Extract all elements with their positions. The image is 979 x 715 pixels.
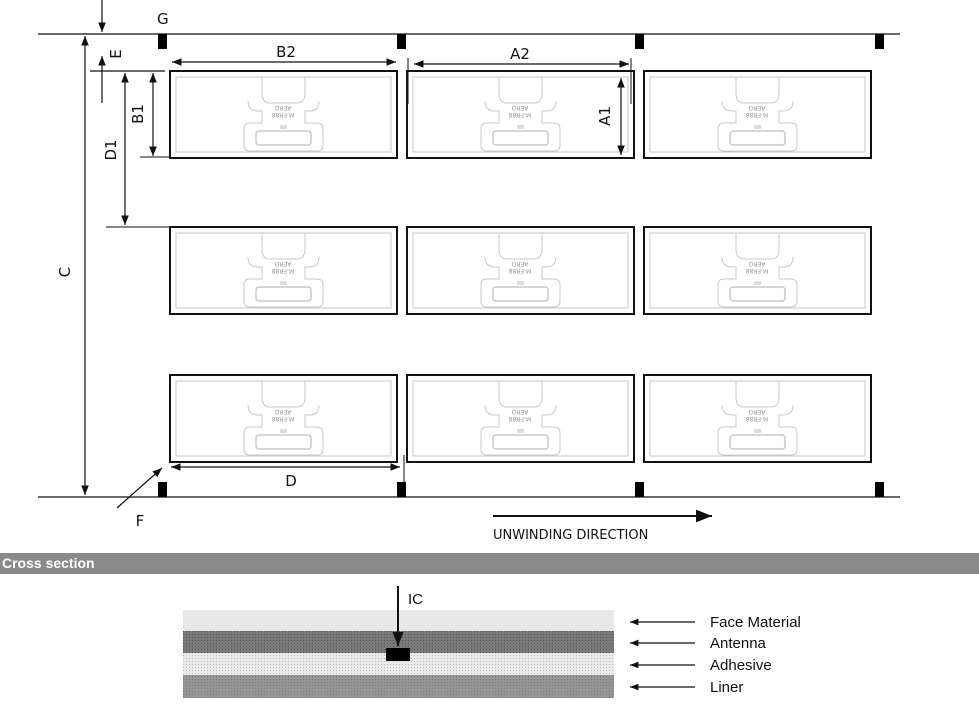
svg-text:AERO: AERO (748, 260, 765, 267)
svg-text:M-FR88: M-FR88 (272, 111, 295, 118)
svg-text:AERO: AERO (748, 104, 765, 111)
label-face-material: Face Material (710, 614, 801, 631)
svg-text:AERO: AERO (274, 260, 291, 267)
dim-label-f: F (136, 512, 145, 530)
svg-text:M-FR88: M-FR88 (746, 111, 769, 118)
layer-adhesive (183, 653, 614, 675)
svg-text:M-FR88: M-FR88 (746, 415, 769, 422)
unwinding-label: UNWINDING DIRECTION (493, 528, 648, 543)
svg-text:M-FR88: M-FR88 (509, 267, 532, 274)
svg-text:AERO: AERO (748, 408, 765, 415)
svg-text:AERO: AERO (511, 104, 528, 111)
svg-text:M-FR88: M-FR88 (272, 267, 295, 274)
label-antenna: Antenna (710, 635, 767, 652)
cross-section-diagram: IC Face Material Antenna Adhesive Liner (183, 586, 801, 698)
svg-text:AERO: AERO (274, 408, 291, 415)
cross-section-header: Cross section (0, 553, 979, 574)
dim-label-d: D (285, 472, 297, 490)
dim-label-c: C (56, 267, 74, 277)
dim-label-d1: D1 (102, 139, 120, 160)
svg-text:M-FR88: M-FR88 (272, 415, 295, 422)
svg-text:M-FR88: M-FR88 (509, 111, 532, 118)
svg-text:AERO: AERO (511, 260, 528, 267)
dim-label-b2: B2 (276, 43, 296, 61)
dim-label-e: E (107, 49, 125, 58)
inlay-text-1: AERO (274, 104, 291, 111)
svg-text:M-FR88: M-FR88 (509, 415, 532, 422)
label-adhesive: Adhesive (710, 657, 772, 674)
layer-liner (183, 675, 614, 698)
dim-label-a2: A2 (510, 45, 530, 63)
dim-label-a1: A1 (596, 106, 614, 126)
svg-text:M-FR88: M-FR88 (746, 267, 769, 274)
dim-arrow-f (116, 467, 163, 509)
label-liner: Liner (710, 679, 743, 696)
ic-label: IC (408, 591, 423, 608)
ic-chip (386, 648, 410, 661)
dim-label-g: G (157, 10, 169, 28)
registration-marks (158, 34, 884, 497)
svg-text:AERO: AERO (511, 408, 528, 415)
dim-label-b1: B1 (129, 104, 147, 124)
